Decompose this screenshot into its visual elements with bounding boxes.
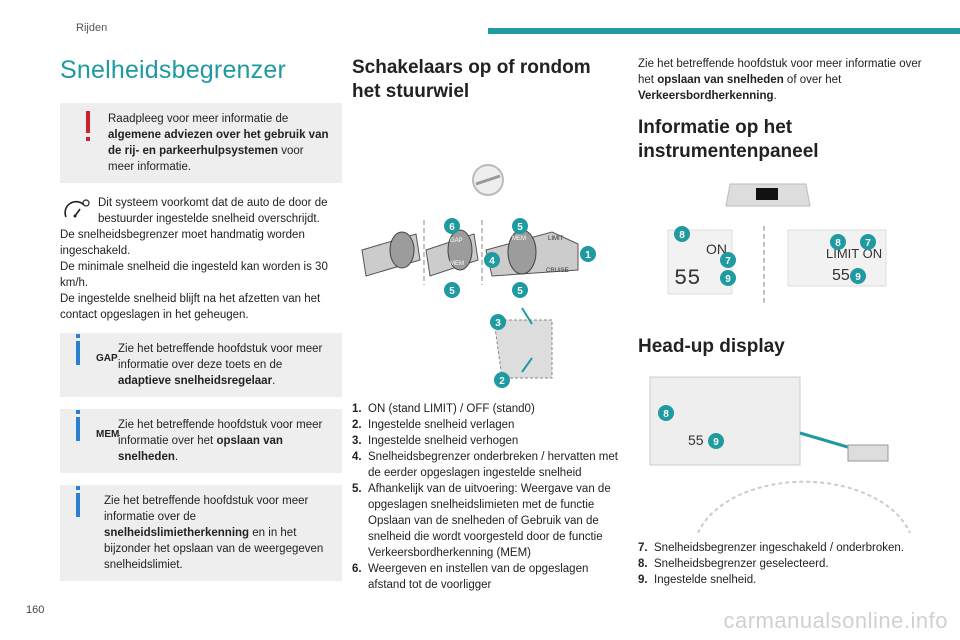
- controls-list: 1.ON (stand LIMIT) / OFF (stand0) 2.Inge…: [352, 401, 624, 593]
- section-header: Rijden: [76, 22, 108, 34]
- svg-text:5: 5: [449, 286, 455, 297]
- column-middle: Schakelaars op of rondom het stuurwiel G…: [352, 56, 624, 593]
- svg-text:GAP: GAP: [450, 238, 463, 244]
- stalk-side-view: [493, 307, 553, 379]
- hud-list: 7.Snelheidsbegrenzer ingeschakeld / onde…: [638, 540, 938, 588]
- svg-text:5: 5: [517, 222, 523, 233]
- svg-text:5: 5: [517, 286, 523, 297]
- svg-text:2: 2: [499, 376, 505, 387]
- warning-icon: [86, 111, 90, 141]
- info-icon: [76, 334, 80, 365]
- hud-diagram: 55 8 9: [649, 376, 911, 534]
- svg-text:LIMIT: LIMIT: [548, 236, 564, 242]
- warning-text: Raadpleeg voor meer informatie de algeme…: [108, 113, 329, 173]
- warning-box: Raadpleeg voor meer informatie de algeme…: [60, 103, 342, 183]
- stalk-right: MEM LIMIT CRUISE: [485, 229, 579, 277]
- gap-button-icon: GAP: [96, 353, 118, 364]
- page-number: 160: [26, 604, 45, 616]
- intro-line: De snelheidsbegrenzer moet handmatig wor…: [60, 229, 305, 257]
- steering-wheel-icon: [472, 164, 504, 196]
- memory-note: Zie het betreffende hoofdstuk voor meer …: [638, 58, 922, 102]
- list-item: 4.Snelheidsbegrenzer onderbreken / herva…: [352, 451, 618, 479]
- intro-line: De minimale snelheid die ingesteld kan w…: [60, 261, 328, 289]
- section-title-panel: Informatie op het instrumentenpaneel: [638, 117, 819, 162]
- svg-text:MEM: MEM: [512, 236, 526, 242]
- column-right: Zie het betreffende hoofdstuk voor meer …: [638, 56, 938, 588]
- svg-text:8: 8: [835, 238, 841, 249]
- stalk-middle: GAP MEM: [425, 229, 479, 277]
- column-left: Snelheidsbegrenzer Raadpleeg voor meer i…: [60, 50, 342, 593]
- svg-text:8: 8: [679, 230, 685, 241]
- list-item: 7.Snelheidsbegrenzer ingeschakeld / onde…: [638, 542, 904, 554]
- speed-limiter-icon: [64, 199, 90, 218]
- svg-text:55: 55: [674, 266, 700, 291]
- steering-controls-diagram: GAP MEM MEM LIMIT CRUISE 6 5 4 5 5 1 3: [361, 164, 596, 388]
- svg-text:9: 9: [855, 272, 861, 283]
- svg-text:9: 9: [725, 274, 731, 285]
- list-item: 5.Afhankelijk van de uitvoering: Weergav…: [352, 483, 611, 559]
- svg-text:3: 3: [495, 318, 501, 329]
- info-box-gap: GAP Zie het betreffende hoofdstuk voor m…: [60, 333, 342, 397]
- watermark: carmanualsonline.info: [723, 608, 948, 633]
- info-gap-text: Zie het betreffende hoofdstuk voor meer …: [118, 343, 323, 387]
- info-box-limit: Zie het betreffende hoofdstuk voor meer …: [60, 485, 342, 581]
- header-accent-bar: [488, 28, 960, 34]
- info-mem-text: Zie het betreffende hoofdstuk voor meer …: [118, 419, 323, 463]
- section-title-hud: Head-up display: [638, 336, 785, 357]
- list-item: 8.Snelheidsbegrenzer geselecteerd.: [638, 558, 829, 570]
- svg-text:4: 4: [489, 256, 495, 267]
- list-item: 6.Weergeven en instellen van de opgeslag…: [352, 563, 589, 591]
- svg-text:55: 55: [832, 267, 850, 284]
- svg-text:8: 8: [663, 409, 669, 420]
- svg-text:7: 7: [725, 256, 731, 267]
- svg-text:6: 6: [449, 222, 455, 233]
- svg-text:55: 55: [688, 432, 704, 448]
- svg-text:1: 1: [585, 250, 591, 261]
- intro-lead: Dit systeem voorkomt dat de auto de door…: [98, 197, 328, 225]
- svg-text:ON: ON: [706, 241, 727, 257]
- list-item: 3.Ingestelde snelheid verhogen: [352, 435, 519, 447]
- section-title-controls: Schakelaars op of rondom het stuurwiel: [352, 57, 591, 102]
- info-icon: [76, 410, 80, 441]
- cluster-icon: [725, 183, 811, 207]
- list-item: 9.Ingestelde snelheid.: [638, 574, 757, 586]
- svg-text:CRUISE: CRUISE: [546, 268, 569, 274]
- intro-line: De ingestelde snelheid blijft na het afz…: [60, 293, 321, 321]
- svg-text:7: 7: [865, 238, 871, 249]
- info-icon: [76, 486, 80, 517]
- svg-text:MEM: MEM: [450, 261, 464, 267]
- svg-text:9: 9: [713, 437, 719, 448]
- info-box-mem: MEM Zie het betreffende hoofdstuk voor m…: [60, 409, 342, 473]
- intro-block: Dit systeem voorkomt dat de auto de door…: [60, 195, 342, 323]
- stalk-left: [361, 231, 421, 277]
- info-limit-text: Zie het betreffende hoofdstuk voor meer …: [104, 495, 324, 571]
- list-item: 2.Ingestelde snelheid verlagen: [352, 419, 515, 431]
- instrument-panel-diagram: ON 55 LIMIT ON 55 8 7 9 8 7 9: [667, 183, 887, 306]
- page-title: Snelheidsbegrenzer: [60, 56, 286, 84]
- list-item: 1.ON (stand LIMIT) / OFF (stand0): [352, 403, 535, 415]
- mem-button-icon: MEM: [96, 429, 120, 440]
